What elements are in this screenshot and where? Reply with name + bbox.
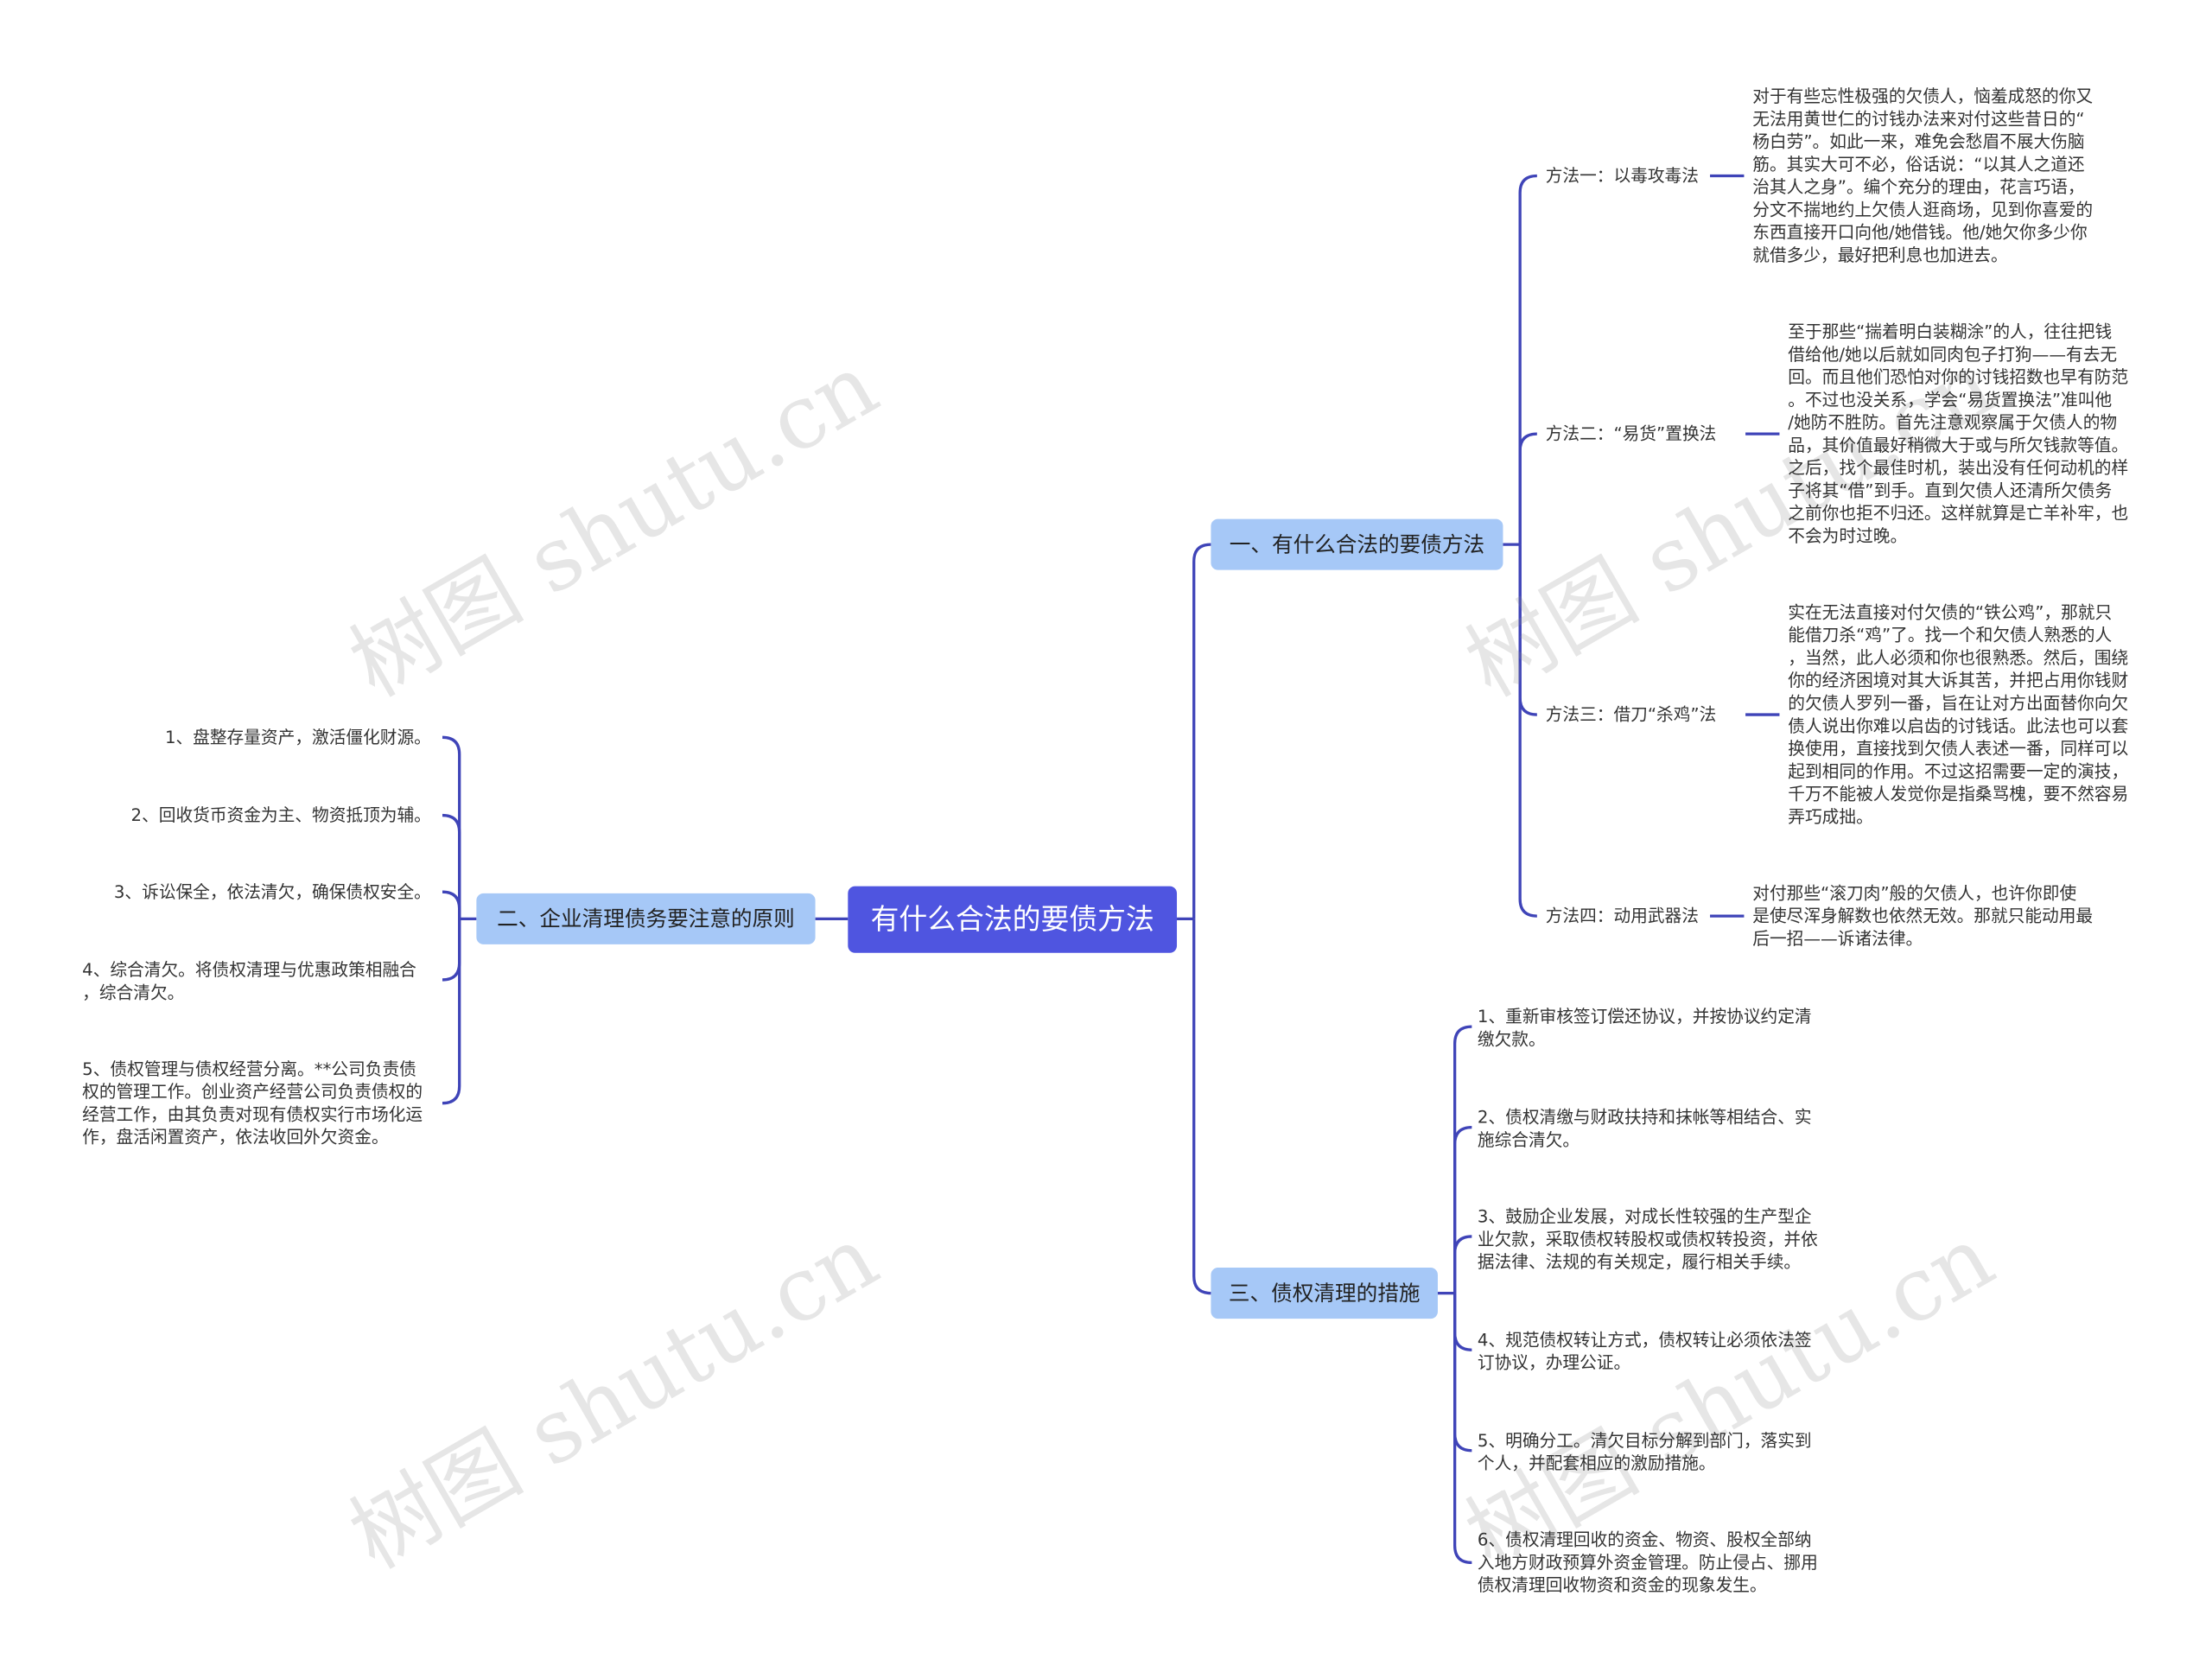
measure-item: 4、规范债权转让方式，债权转让必须依法签 订协议，办理公证。 [1477, 1330, 1812, 1373]
link-right-b3 [1192, 919, 1211, 1295]
principle-item: 1、盘整存量资产，激活僵化财源。 [164, 727, 431, 747]
link-p1 [442, 735, 461, 919]
link-p4 [442, 919, 461, 982]
link-p2 [442, 813, 461, 919]
branch-principles[interactable]: 二、企业清理债务要注意的原则 [476, 893, 816, 944]
branch-measures[interactable]: 三、债权清理的措施 [1211, 1268, 1438, 1319]
root-topic[interactable]: 有什么合法的要债方法 [848, 886, 1178, 953]
link-p5 [442, 919, 461, 1105]
measure-item: 1、重新审核签订偿还协议，并按协议约定清 缴欠款。 [1477, 1007, 1812, 1050]
link-s3 [1453, 1235, 1472, 1294]
branch-legal-methods[interactable]: 一、有什么合法的要债方法 [1211, 518, 1503, 570]
link-s2 [1453, 1125, 1472, 1294]
measure-item: 5、明确分工。清欠目标分解到部门，落实到 个人，并配套相应的激励措施。 [1477, 1430, 1812, 1473]
measure-item: 3、鼓励企业发展，对成长性较强的生产型企 业欠款，采取债权转股权或债权转投资，并… [1477, 1206, 1818, 1272]
measure-item: 2、债权清缴与财政扶持和抹帐等相结合、实 施综合清欠。 [1477, 1107, 1812, 1150]
link-p3 [442, 890, 461, 919]
principle-item: 3、诉讼保全，依法清欠，确保债权安全。 [113, 881, 431, 902]
method-text: 实在无法直接对付欠债的“铁公鸡”，那就只 能借刀杀“鸡”了。找一个和欠债人熟悉的… [1788, 602, 2129, 827]
link-s1 [1453, 1025, 1472, 1294]
link-m2 [1518, 432, 1537, 545]
method-label[interactable]: 方法三：借刀“杀鸡”法 [1545, 704, 1717, 725]
method-label[interactable]: 方法四：动用武器法 [1545, 906, 1699, 926]
method-label[interactable]: 方法一：以毒攻毒法 [1545, 165, 1699, 186]
link-m1 [1518, 174, 1537, 545]
measure-item: 6、债权清理回收的资金、物资、股权全部纳 入地方财政预算外资金管理。防止侵占、挪… [1477, 1529, 1818, 1596]
link-s4 [1453, 1293, 1472, 1351]
method-text: 对于有些忘性极强的欠债人，恼羞成怒的你又 无法用黄世仁的讨钱办法来对付这些昔日的… [1752, 86, 2094, 265]
principle-item: 5、债权管理与债权经营分离。**公司负责债 权的管理工作。创业资产经营公司负责债… [82, 1059, 423, 1148]
link-s6 [1453, 1293, 1472, 1565]
link-right-b1 [1192, 543, 1211, 919]
method-text: 至于那些“揣着明白装糊涂”的人，往往把钱 借给他/她以后就如同肉包子打狗——有去… [1788, 321, 2129, 546]
principle-item: 2、回收货币资金为主、物资抵顶为辅。 [130, 805, 431, 826]
link-m4 [1518, 544, 1537, 918]
method-label[interactable]: 方法二：“易货”置换法 [1545, 423, 1717, 444]
link-m3 [1518, 544, 1537, 716]
link-s5 [1453, 1293, 1472, 1453]
principle-item: 4、综合清欠。将债权清理与优惠政策相融合 ，综合清欠。 [82, 959, 416, 1003]
method-text: 对付那些“滚刀肉”般的欠债人，也许你即使 是使尽浑身解数也依然无效。那就只能动用… [1752, 883, 2094, 949]
